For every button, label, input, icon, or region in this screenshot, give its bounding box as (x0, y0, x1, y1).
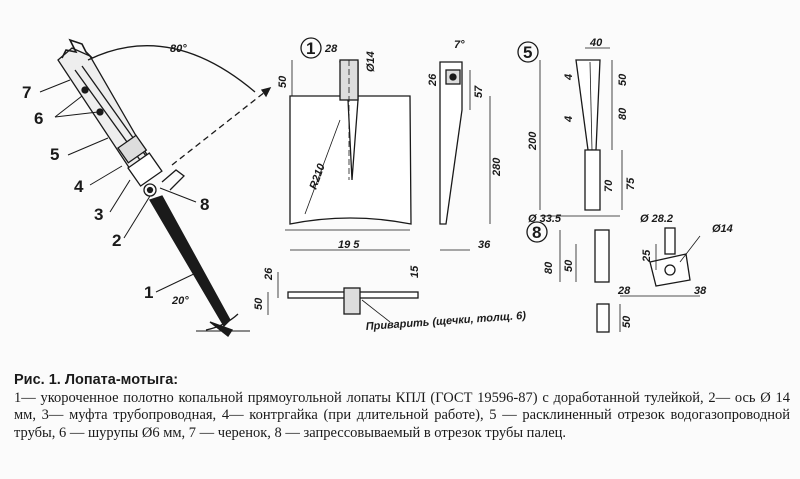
dim-tube-70: 70 (603, 179, 615, 192)
weld-note: Приварить (щечки, толщ. 6) (365, 310, 526, 333)
dim-finger-50: 50 (563, 259, 575, 272)
technical-drawing: 7 6 5 4 3 2 8 1 80° 20° 7° 1 5 8 28 Ø14 … (22, 37, 733, 337)
callout-1: 1 (144, 283, 153, 302)
callout-3: 3 (94, 205, 103, 224)
blade-view (267, 59, 491, 323)
dim-tube-200: 200 (527, 131, 539, 151)
caption-body: 1— укороченное полотно копальной прямоуг… (14, 389, 790, 441)
callout-6: 6 (34, 109, 43, 128)
tube-view (539, 47, 623, 217)
dim-280: 280 (491, 157, 503, 177)
dim-finger-28: 28 (617, 285, 631, 297)
angle-7: 7° (454, 39, 465, 51)
view-5-label: 5 (523, 43, 532, 62)
dim-tube-80: 80 (617, 107, 629, 120)
dim-50b: 50 (253, 297, 265, 310)
callout-2: 2 (112, 231, 121, 250)
dim-finger-80: 80 (543, 261, 555, 274)
callout-7: 7 (22, 83, 31, 102)
dim-36: 36 (478, 239, 491, 251)
dim-tube-75: 75 (625, 177, 637, 190)
dim-195: 19 5 (338, 239, 360, 251)
view-8-label: 8 (532, 223, 541, 242)
dim-15: 15 (409, 265, 421, 278)
angle-20: 20° (171, 295, 189, 307)
view-1-label: 1 (306, 39, 315, 58)
dim-50: 50 (277, 75, 289, 88)
assembled-hoe (57, 38, 272, 337)
dim-tube-28-2: Ø 28.2 (640, 213, 673, 225)
dim-tube-4b: 4 (563, 116, 575, 123)
dim-d14: Ø14 (365, 51, 377, 72)
dim-28: 28 (324, 43, 338, 55)
angle-80: 80° (170, 43, 187, 55)
callout-5: 5 (50, 145, 59, 164)
caption-title: Рис. 1. Лопата-мотыга: (14, 372, 179, 388)
dim-finger-d14: Ø14 (712, 223, 733, 235)
finger-view (559, 227, 701, 333)
figure-caption: Рис. 1. Лопата-мотыга: 1— укороченное по… (14, 372, 790, 442)
dim-tube-50: 50 (617, 73, 629, 86)
dim-26b: 26 (263, 267, 275, 281)
callout-8: 8 (200, 195, 209, 214)
callout-4: 4 (74, 177, 84, 196)
dim-tube-33-5: Ø 33.5 (528, 213, 562, 225)
callout-leaders (39, 79, 199, 293)
dim-finger-38: 38 (694, 285, 707, 297)
dim-40: 40 (589, 37, 603, 49)
dim-57: 57 (473, 85, 485, 98)
dim-tube-4a: 4 (563, 74, 575, 81)
dim-finger-25: 25 (641, 249, 653, 263)
dim-finger-50b: 50 (621, 315, 633, 328)
dim-26: 26 (427, 73, 439, 87)
